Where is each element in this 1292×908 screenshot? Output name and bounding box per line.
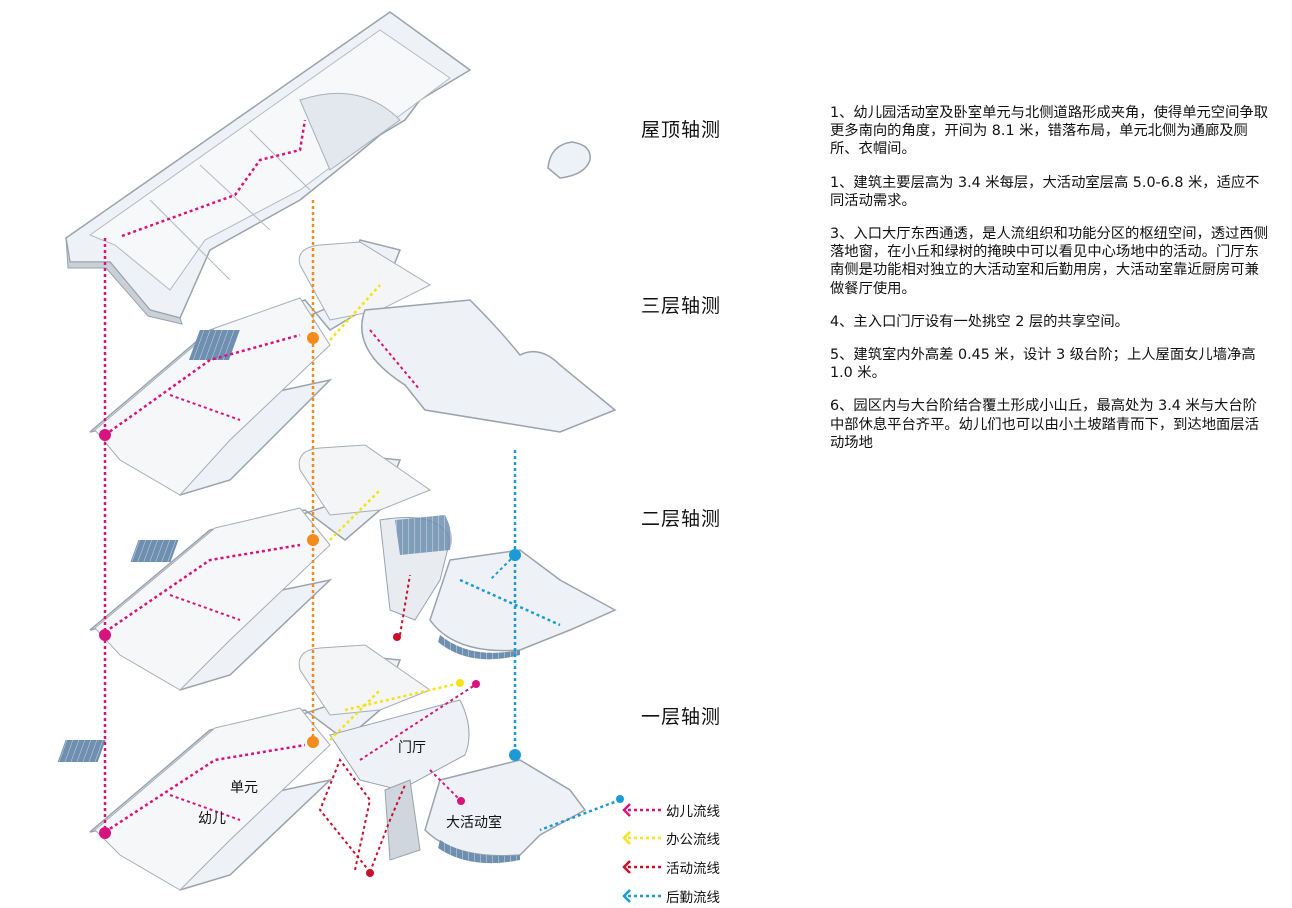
legend-label: 幼儿流线 — [666, 804, 720, 820]
legend-item-logistics: 后勤流线 — [620, 886, 720, 906]
circulation-nodes — [99, 332, 624, 877]
third-floor-plan — [89, 239, 617, 496]
legend-label: 后勤流线 — [666, 890, 720, 906]
label-lobby: 门厅 — [398, 740, 426, 756]
design-notes: 1、幼儿园活动室及卧室单元与北侧道路形成夹角，使得单元空间争取更多南向的角度，开… — [830, 104, 1270, 467]
label-hall: 大活动室 — [446, 814, 502, 831]
axonometric-diagram: 门厅 单元 幼儿 大活动室 — [57, 11, 624, 891]
label-child: 幼儿 — [198, 811, 226, 827]
note-3: 3、入口大厅东西通透，是人流组织和功能分区的枢纽空间，透过西侧落地窗，在小丘和绿… — [830, 226, 1268, 297]
note-4: 4、主入口门厅设有一处挑空 2 层的共享空间。 — [830, 313, 1129, 330]
floor-label-third: 三层轴测 — [641, 295, 722, 317]
vertical-connectors — [103, 200, 517, 832]
label-unit: 单元 — [230, 780, 258, 796]
floor-label-second: 二层轴测 — [641, 508, 722, 530]
legend-label: 办公流线 — [666, 832, 720, 848]
floor-label-first: 一层轴测 — [641, 706, 722, 728]
legend-item-child: 幼儿流线 — [620, 800, 720, 820]
roof-plan — [65, 11, 591, 325]
legend-label: 活动流线 — [666, 861, 720, 877]
note-5: 5、建筑室内外高差 0.45 米，设计 3 级台阶；上人屋面女儿墙净高 1.0 … — [830, 347, 1256, 382]
note-2: 1、建筑主要层高为 3.4 米每层，大活动室层高 5.0-6.8 米，适应不同活… — [830, 174, 1260, 209]
note-1: 1、幼儿园活动室及卧室单元与北侧道路形成夹角，使得单元空间争取更多南向的角度，开… — [830, 105, 1268, 158]
legend-item-activity: 活动流线 — [620, 857, 720, 877]
legend-arrow-icon — [622, 889, 662, 903]
legend-item-office: 办公流线 — [620, 828, 720, 848]
legend-arrow-icon — [622, 831, 662, 845]
legend-arrow-icon — [622, 860, 662, 874]
second-floor-plan — [89, 444, 617, 691]
note-6: 6、园区内与大台阶结合覆土形成小山丘，最高处为 3.4 米与大台阶中部休息平台齐… — [830, 398, 1259, 451]
legend-arrow-icon — [622, 803, 662, 817]
first-floor-plan — [57, 644, 621, 891]
floor-label-roof: 屋顶轴测 — [641, 119, 722, 141]
